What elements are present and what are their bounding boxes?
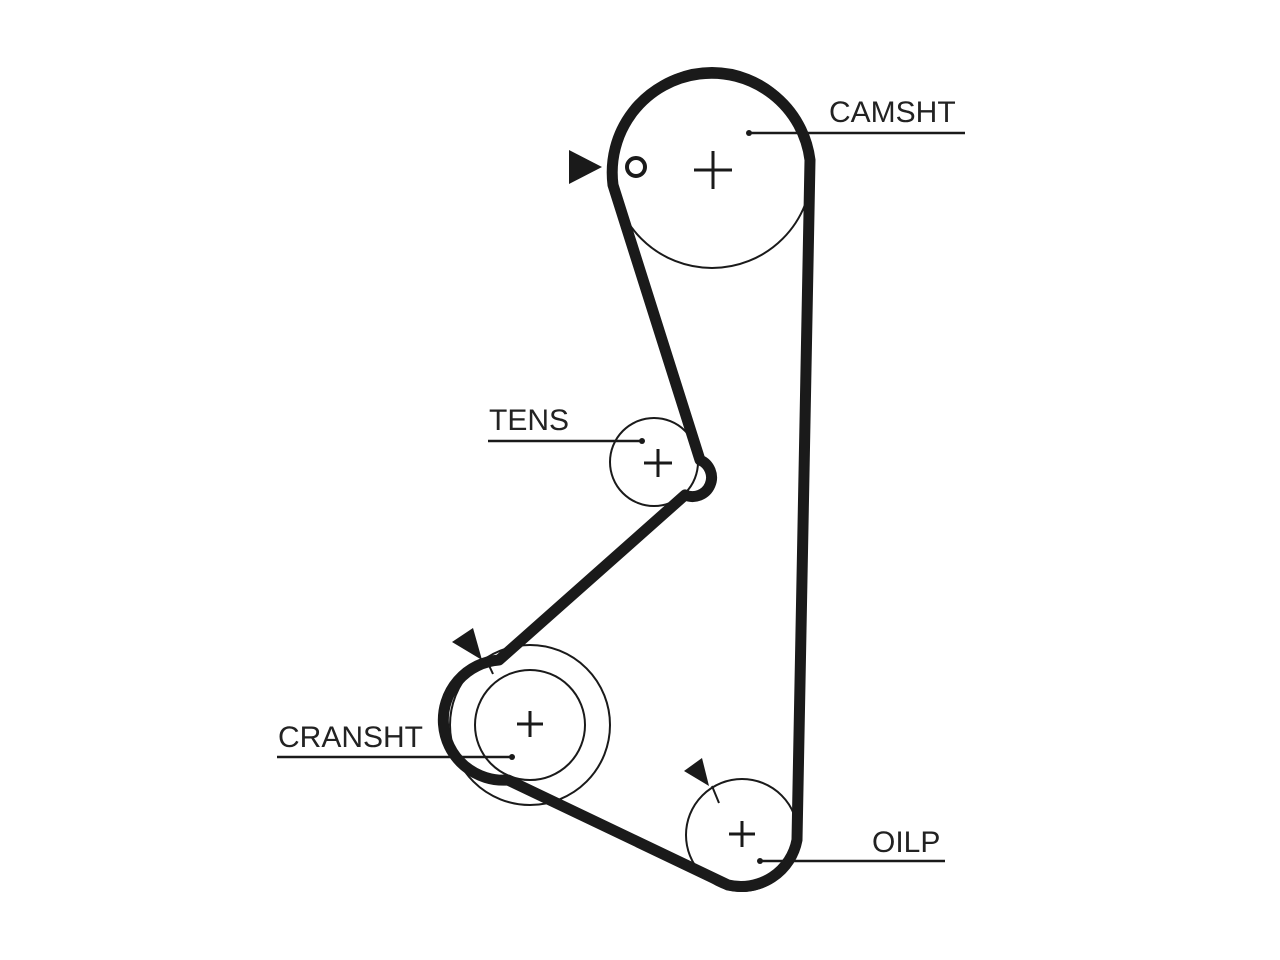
camshaft-label: CAMSHT	[829, 96, 956, 129]
crankshaft-label: CRANSHT	[278, 721, 423, 754]
crankshaft-timing-arrow-icon	[452, 628, 482, 660]
oil-pump-leader-dot	[757, 858, 763, 864]
timing-dot-icon	[625, 156, 647, 178]
tensioner-leader-dot	[639, 438, 645, 444]
tensioner-label: TENS	[489, 404, 569, 437]
oil-pump-timing-tick	[711, 785, 720, 804]
crankshaft-timing-tick	[485, 658, 494, 675]
crankshaft-center-icon	[517, 711, 543, 737]
camshaft-leader-dot	[746, 130, 752, 136]
oil-pump-timing-arrow-icon	[684, 758, 709, 786]
camshaft-center-icon	[694, 151, 732, 189]
camshaft-timing-arrow-icon	[569, 150, 602, 184]
crankshaft-leader-dot	[509, 754, 515, 760]
crankshaft-pulley-inner	[474, 669, 586, 781]
oil-pump-center-icon	[729, 821, 755, 847]
tensioner-center-icon	[644, 449, 672, 477]
timing-belt	[437, 67, 816, 892]
crankshaft-pulley-outer	[449, 644, 611, 806]
oil-pump-label: OILP	[872, 826, 940, 859]
